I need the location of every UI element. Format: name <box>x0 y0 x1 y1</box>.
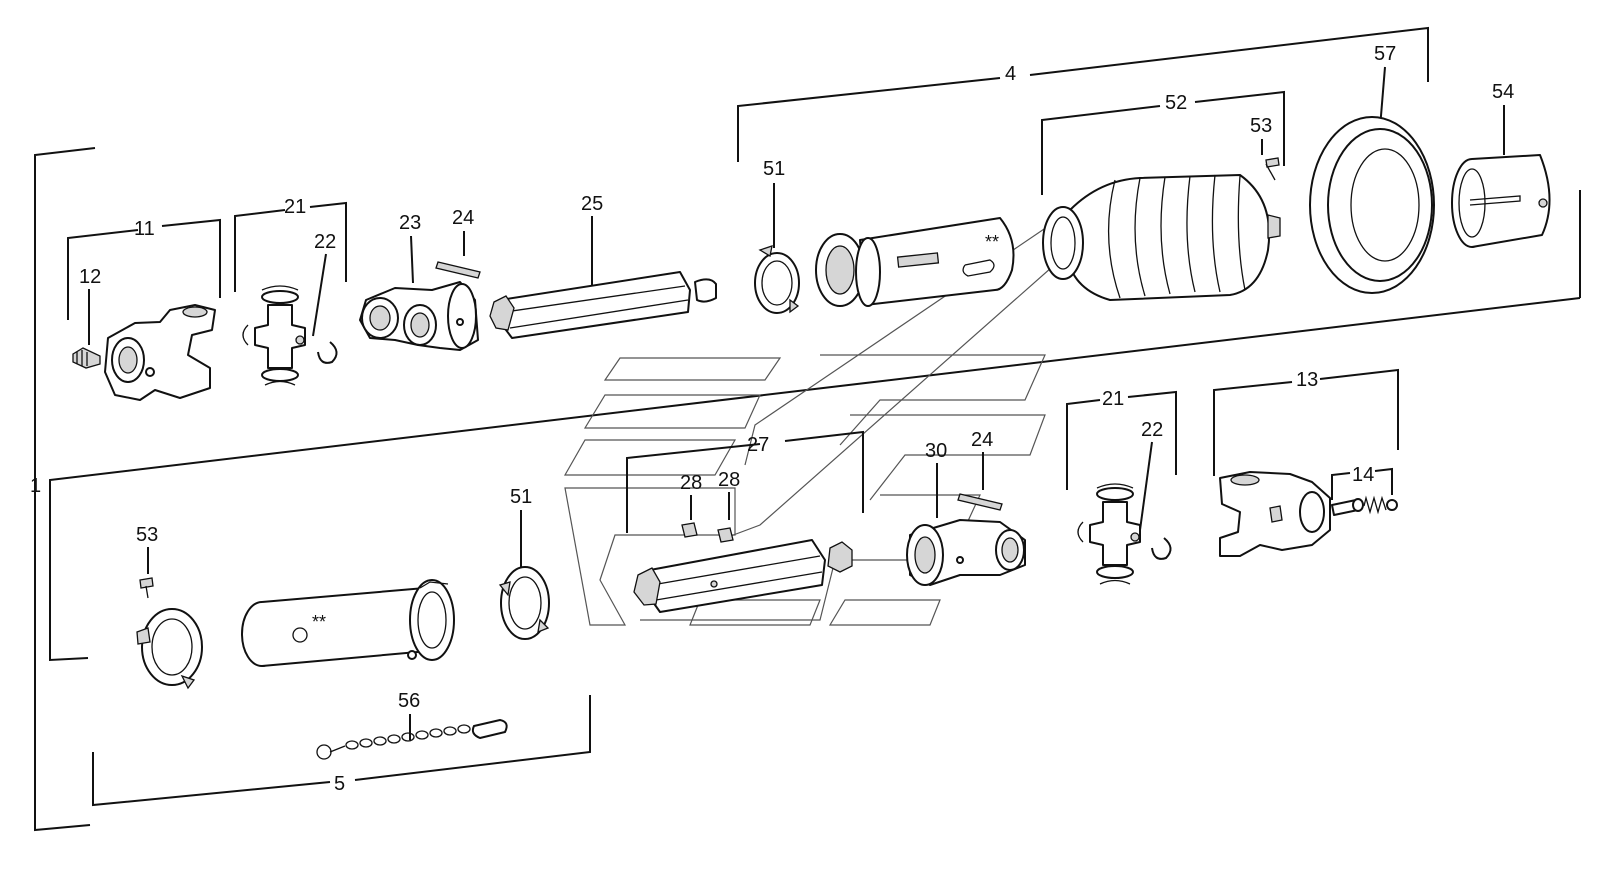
part-56-safety-chain: 56 <box>316 690 508 760</box>
part-24-spring-pin-top: 24 <box>435 207 481 279</box>
part-52-guard-funnel: 52 <box>1041 90 1285 301</box>
part-13-yoke: 13 <box>1213 368 1399 557</box>
callout-11: 11 <box>134 218 155 240</box>
callout-53-bottom: 53 <box>136 524 158 546</box>
guard-cone-bottom <box>136 608 203 690</box>
callout-22-top: 22 <box>314 231 336 253</box>
callout-21-bottom: 21 <box>1102 388 1124 410</box>
assembly-bracket-5: 5 <box>92 695 591 807</box>
part-28-grease-nipples: 28 28 <box>680 469 740 543</box>
callout-23: 23 <box>399 212 421 234</box>
part-51-bearing-ring-top: 51 <box>754 158 800 314</box>
callout-53-top: 53 <box>1250 115 1272 137</box>
outer-tube-top: ** <box>815 217 1015 307</box>
part-22-circlip-bottom: 22 <box>1139 419 1172 560</box>
part-12-grease-nipple: 12 <box>72 266 101 369</box>
callout-24-top: 24 <box>452 207 474 229</box>
callout-27: 27 <box>747 434 769 456</box>
assembly-bracket-4: 4 <box>737 26 1429 162</box>
callout-52: 52 <box>1165 92 1187 114</box>
callout-12: 12 <box>79 266 101 288</box>
callout-14: 14 <box>1352 464 1374 486</box>
part-21-cross-journal-top: 21 <box>234 196 347 386</box>
part-30-inner-yoke: 30 <box>906 440 1026 586</box>
callout-25: 25 <box>581 193 603 215</box>
double-asterisk-mark-bottom: ** <box>312 612 326 632</box>
callout-57: 57 <box>1374 43 1396 65</box>
part-25-profile-tube: 25 <box>489 193 717 339</box>
part-21-cross-journal-bottom: 21 <box>1066 388 1177 585</box>
part-27-profile-tube: 27 <box>626 430 864 613</box>
part-53-screw-bottom: 53 <box>136 524 158 599</box>
part-53-screw-top: 53 <box>1250 115 1280 181</box>
part-54-sleeve: 54 <box>1451 81 1551 248</box>
callout-5: 5 <box>334 773 345 795</box>
callout-22-bottom: 22 <box>1141 419 1163 441</box>
callout-13: 13 <box>1296 369 1318 391</box>
callout-51-bottom: 51 <box>510 486 532 508</box>
double-asterisk-mark-top: ** <box>985 232 999 252</box>
part-22-circlip-top: 22 <box>312 231 338 364</box>
callout-56: 56 <box>398 690 420 712</box>
callout-1: 1 <box>30 475 41 497</box>
outer-tube-bottom: ** <box>241 579 455 667</box>
callout-30: 30 <box>925 440 947 462</box>
assembly-bracket-1: 1 <box>30 147 96 832</box>
divider-lines <box>49 190 1581 662</box>
callout-21-top: 21 <box>284 196 306 218</box>
callout-24-bottom: 24 <box>971 429 993 451</box>
callout-51-top: 51 <box>763 158 785 180</box>
part-23-inner-yoke: 23 <box>359 212 479 351</box>
callout-4: 4 <box>1005 63 1016 85</box>
callout-28-right: 28 <box>718 469 740 491</box>
part-57-guard-ring: 57 <box>1309 43 1435 294</box>
part-14-bolt-spring: 14 <box>1331 464 1398 516</box>
part-24-spring-pin-bottom: 24 <box>957 429 1003 511</box>
part-51-bearing-ring-bottom: 51 <box>498 486 550 640</box>
part-11-splined-yoke: 11 <box>67 218 221 401</box>
callout-54: 54 <box>1492 81 1514 103</box>
callout-28-left: 28 <box>680 472 702 494</box>
